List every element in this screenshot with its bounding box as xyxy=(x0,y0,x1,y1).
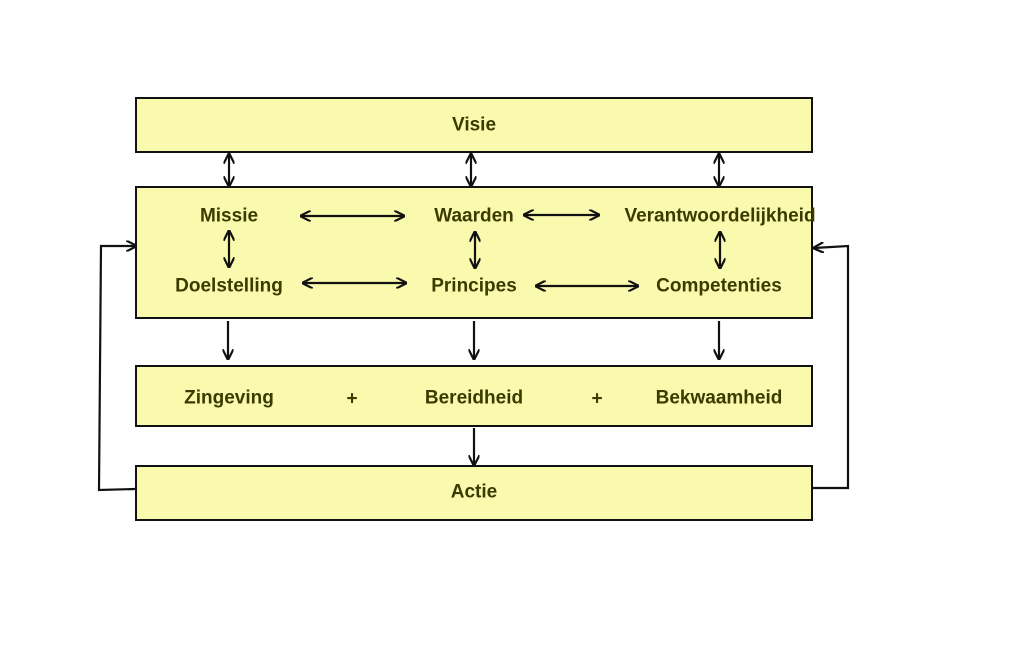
visie-box xyxy=(135,97,813,153)
label-missie: Missie xyxy=(199,205,259,227)
label-doelstelling: Doelstelling xyxy=(175,275,283,297)
label-bereidheid: Bereidheid xyxy=(424,387,524,409)
feedback-loop-right xyxy=(813,246,850,490)
label-verantwoordelijkheid: Verantwoordelijkheid xyxy=(624,205,816,227)
label-visie: Visie xyxy=(451,114,497,136)
label-actie: Actie xyxy=(450,481,498,503)
motivation-box xyxy=(135,365,813,427)
label-bekwaamheid: Bekwaamheid xyxy=(655,387,783,409)
feedback-loop-left xyxy=(97,246,136,492)
label-competenties: Competenties xyxy=(656,275,782,297)
label-zingeving: Zingeving xyxy=(184,387,274,409)
plus-sign-1: + xyxy=(346,388,358,410)
plus-sign-2: + xyxy=(591,388,603,410)
label-principes: Principes xyxy=(431,275,517,297)
label-waarden: Waarden xyxy=(434,205,514,227)
